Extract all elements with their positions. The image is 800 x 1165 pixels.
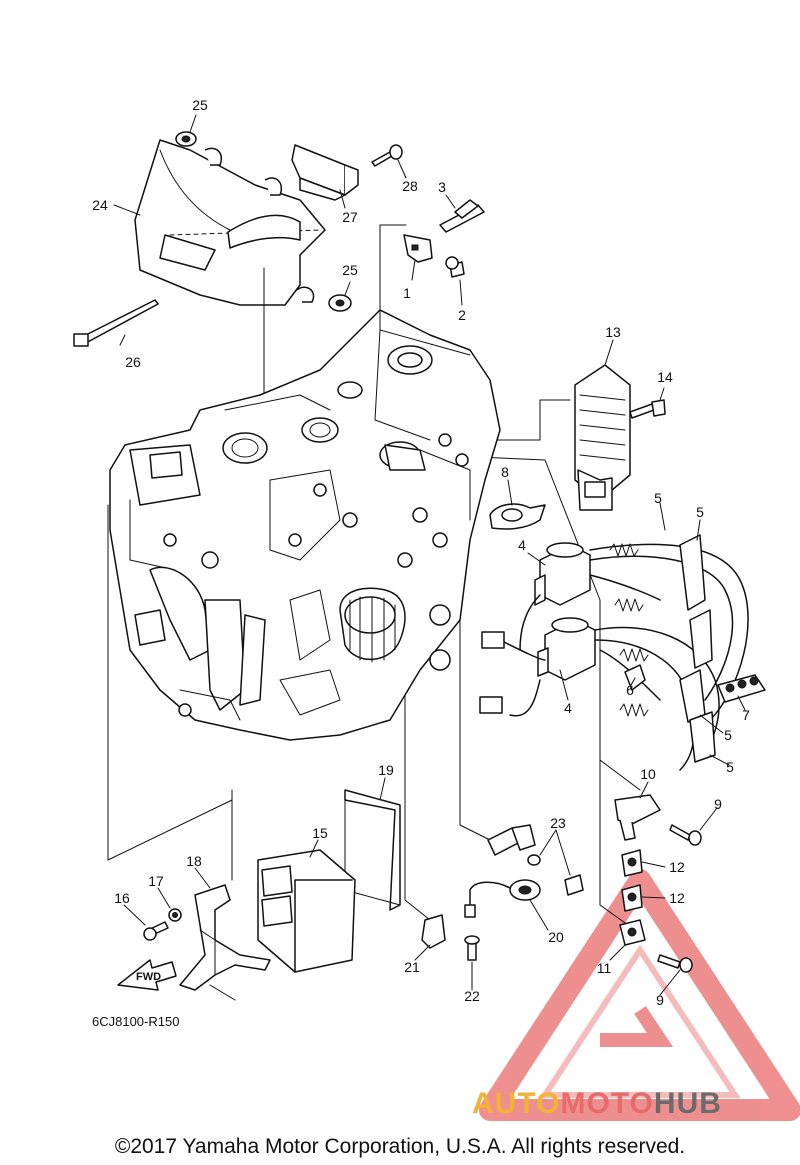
- relay: [291, 144, 359, 201]
- ignition-coil-lower: [537, 617, 596, 681]
- watermark-hub: HUB: [654, 1087, 722, 1120]
- callout-12-lower: 12: [669, 890, 685, 906]
- rectifier-regulator: [574, 364, 631, 511]
- callout-20: 20: [548, 929, 564, 945]
- watermark-moto: MOTO: [560, 1087, 653, 1120]
- bracket-21: [421, 914, 446, 949]
- bolt-9-upper: [669, 824, 702, 846]
- watermark-auto: AUTO: [472, 1087, 560, 1120]
- callout-27: 27: [342, 209, 358, 225]
- watermark-logo: [479, 869, 800, 1121]
- callout-5-a: 5: [654, 490, 662, 506]
- callout-24: 24: [92, 197, 108, 213]
- callout-leaders: [113, 114, 746, 996]
- callout-17: 17: [148, 873, 164, 889]
- callout-2: 2: [458, 307, 466, 323]
- grommet-side: [328, 294, 352, 312]
- callout-26: 26: [125, 354, 141, 370]
- engine-block: [109, 309, 501, 741]
- callout-25-top: 25: [192, 97, 208, 113]
- clamp-12-lower: [621, 884, 643, 912]
- callout-18: 18: [186, 853, 202, 869]
- holder-6: [624, 664, 646, 691]
- bracket-18: [179, 884, 271, 1001]
- bolt-28: [371, 144, 403, 167]
- copyright-notice: ©2017 Yamaha Motor Corporation, U.S.A. A…: [115, 1135, 685, 1158]
- bolt-16: [143, 921, 169, 941]
- callout-11: 11: [597, 960, 612, 976]
- callout-4-lower: 4: [564, 700, 572, 716]
- bracket-10: [614, 794, 661, 841]
- plug-holder-7: [717, 674, 766, 703]
- fwd-label: FWD: [136, 971, 161, 983]
- spark-plug-cords: [589, 534, 749, 771]
- callout-6: 6: [626, 682, 634, 698]
- callout-5-d: 5: [726, 759, 734, 775]
- callout-21: 21: [404, 959, 420, 975]
- callout-12-upper: 12: [669, 859, 685, 875]
- callout-9-lower: 9: [656, 992, 664, 1008]
- clip-hook-2: [264, 177, 282, 196]
- ignition-coil-upper: [534, 542, 591, 606]
- grommet-20: [464, 879, 541, 918]
- bolt-14: [629, 399, 666, 419]
- callout-1: 1: [403, 285, 411, 301]
- callout-9-upper: 9: [714, 796, 722, 812]
- cable-tie: [73, 299, 159, 347]
- callout-22: 22: [464, 988, 480, 1004]
- callout-10: 10: [640, 766, 656, 782]
- cdi-unit: [257, 849, 356, 973]
- bracket-cover: [134, 139, 326, 306]
- bolt-22: [464, 935, 480, 961]
- clip-3: [439, 199, 485, 233]
- fwd-arrow: FWD: [117, 959, 177, 991]
- svg-text:AUTOMOTOHUB: AUTOMOTOHUB: [472, 1087, 722, 1120]
- washer-17: [168, 908, 182, 922]
- callout-4-upper: 4: [518, 537, 526, 553]
- callout-3: 3: [438, 179, 446, 195]
- bracket-1: [403, 234, 433, 263]
- clamp-12-upper: [621, 849, 643, 877]
- callout-23: 23: [550, 815, 566, 831]
- clip-hook-1: [204, 147, 222, 166]
- callout-19: 19: [378, 762, 394, 778]
- callout-7: 7: [742, 707, 750, 723]
- thermo-switch-23: [487, 824, 584, 896]
- drawing-code: 6CJ8100-R150: [92, 1014, 179, 1029]
- callout-25-side: 25: [342, 262, 358, 278]
- clip-hook-3: [296, 286, 315, 303]
- callout-5-b: 5: [696, 504, 704, 520]
- callout-labels: 25 24 25 26 27 28 3 1 2 13 14 8 4 4 5 5 …: [92, 97, 750, 1008]
- callout-8: 8: [501, 464, 509, 480]
- clamp-8: [489, 503, 546, 530]
- bolt-9-lower: [657, 954, 693, 973]
- callout-16: 16: [114, 890, 130, 906]
- callout-13: 13: [605, 324, 621, 340]
- wire-harness: [479, 594, 546, 717]
- grommet-top: [175, 131, 197, 147]
- callout-28: 28: [402, 178, 418, 194]
- callout-15: 15: [312, 825, 328, 841]
- screw-2: [445, 256, 465, 278]
- callout-5-c: 5: [724, 727, 732, 743]
- callout-14: 14: [657, 369, 673, 385]
- holder-11: [619, 919, 646, 946]
